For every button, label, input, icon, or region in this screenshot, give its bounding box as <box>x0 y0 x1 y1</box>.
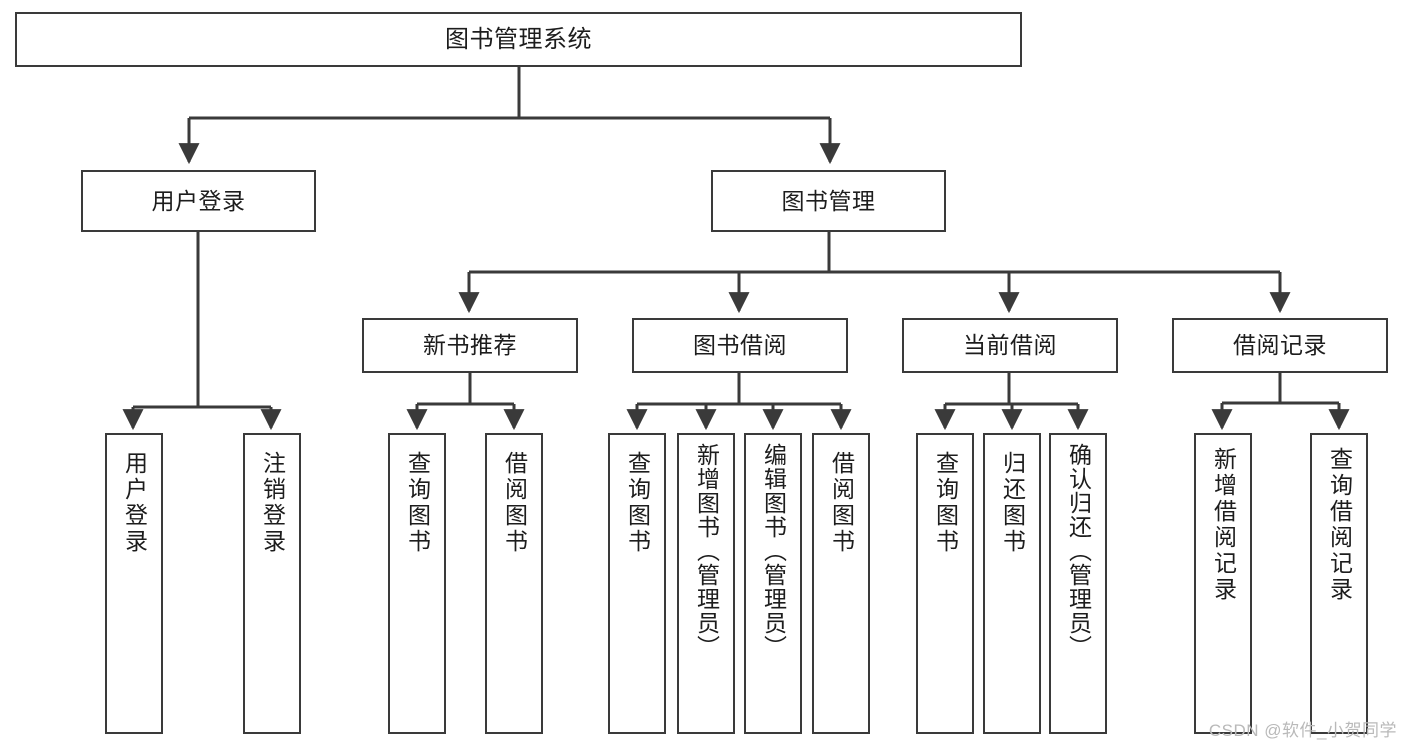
node-label: 图书管理系统 <box>445 25 592 53</box>
node-label: 编辑图书（管理员） <box>760 443 787 659</box>
leaf-borrow-book-1[interactable]: 借阅图书 <box>485 433 543 734</box>
node-label: 查询图书 <box>624 451 651 555</box>
node-book-borrow[interactable]: 图书借阅 <box>632 318 848 373</box>
node-new-book-recommend[interactable]: 新书推荐 <box>362 318 578 373</box>
leaf-query-record[interactable]: 查询借阅记录 <box>1310 433 1368 734</box>
node-label: 当前借阅 <box>963 332 1057 359</box>
node-book-management[interactable]: 图书管理 <box>711 170 946 232</box>
leaf-query-book-3[interactable]: 查询图书 <box>916 433 974 734</box>
node-label: 新增图书（管理员） <box>693 443 720 659</box>
leaf-query-book-1[interactable]: 查询图书 <box>388 433 446 734</box>
node-label: 图书借阅 <box>693 332 787 359</box>
node-label: 查询借阅记录 <box>1326 447 1353 603</box>
node-label: 图书管理 <box>781 187 876 214</box>
node-label: 查询图书 <box>932 451 959 555</box>
node-current-borrow[interactable]: 当前借阅 <box>902 318 1118 373</box>
node-label: 归还图书 <box>999 451 1026 555</box>
node-label: 注销登录 <box>259 451 286 555</box>
csdn-watermark: CSDN @软件_小贺同学 <box>1208 721 1397 740</box>
node-label: 借阅图书 <box>501 451 528 555</box>
node-label: 新书推荐 <box>423 332 517 359</box>
leaf-logout-login[interactable]: 注销登录 <box>243 433 301 734</box>
node-user-login[interactable]: 用户登录 <box>81 170 316 232</box>
node-label: 新增借阅记录 <box>1210 447 1237 603</box>
node-borrow-record[interactable]: 借阅记录 <box>1172 318 1388 373</box>
leaf-query-book-2[interactable]: 查询图书 <box>608 433 666 734</box>
leaf-borrow-book-2[interactable]: 借阅图书 <box>812 433 870 734</box>
node-label: 确认归还（管理员） <box>1065 443 1092 659</box>
node-label: 借阅图书 <box>828 451 855 555</box>
node-root-book-management-system[interactable]: 图书管理系统 <box>15 12 1022 67</box>
node-label: 借阅记录 <box>1233 332 1327 359</box>
node-label: 用户登录 <box>151 187 246 214</box>
leaf-confirm-return[interactable]: 确认归还（管理员） <box>1049 433 1107 734</box>
leaf-edit-book[interactable]: 编辑图书（管理员） <box>744 433 802 734</box>
node-label: 用户登录 <box>121 451 148 555</box>
leaf-return-book[interactable]: 归还图书 <box>983 433 1041 734</box>
leaf-user-login[interactable]: 用户登录 <box>105 433 163 734</box>
leaf-add-book[interactable]: 新增图书（管理员） <box>677 433 735 734</box>
leaf-add-record[interactable]: 新增借阅记录 <box>1194 433 1252 734</box>
node-label: 查询图书 <box>404 451 431 555</box>
